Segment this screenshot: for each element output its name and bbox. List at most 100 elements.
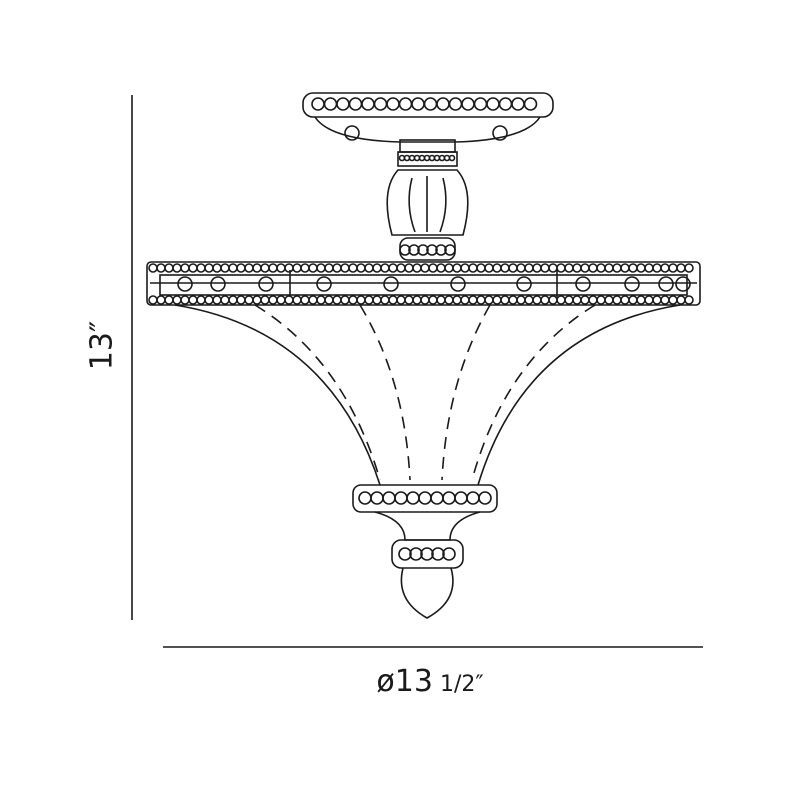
bead bbox=[588, 295, 598, 305]
bead bbox=[340, 263, 350, 273]
bead bbox=[323, 97, 338, 111]
bead bbox=[164, 295, 174, 305]
bead bbox=[364, 295, 374, 305]
bead bbox=[316, 263, 326, 273]
bead bbox=[572, 263, 582, 273]
bead bbox=[564, 295, 574, 305]
bead bbox=[336, 97, 350, 111]
bead bbox=[228, 295, 238, 305]
bead bbox=[188, 295, 198, 305]
jewel bbox=[450, 276, 466, 292]
bead bbox=[442, 491, 456, 505]
jewel bbox=[316, 276, 332, 292]
bead bbox=[300, 295, 310, 305]
bead bbox=[588, 263, 598, 273]
bead bbox=[398, 97, 413, 111]
jewel bbox=[575, 276, 591, 292]
bead bbox=[332, 263, 342, 273]
bead bbox=[372, 263, 382, 273]
bead bbox=[412, 295, 422, 305]
bead bbox=[348, 263, 358, 273]
bead bbox=[364, 263, 374, 273]
bead bbox=[412, 263, 422, 273]
bead bbox=[436, 295, 446, 305]
bead bbox=[448, 154, 456, 162]
bead bbox=[473, 97, 488, 111]
bead bbox=[212, 263, 222, 273]
bead bbox=[406, 491, 420, 505]
bead bbox=[180, 263, 190, 273]
bead bbox=[604, 295, 614, 305]
height-dimension-label: 13″ bbox=[84, 320, 120, 371]
bead bbox=[636, 295, 646, 305]
bead bbox=[468, 263, 478, 273]
bead bbox=[448, 97, 463, 111]
bead bbox=[300, 263, 310, 273]
bead bbox=[452, 295, 462, 305]
bead bbox=[461, 97, 475, 111]
bead bbox=[644, 263, 654, 273]
bead bbox=[435, 244, 447, 256]
bead bbox=[324, 295, 334, 305]
bead bbox=[460, 295, 470, 305]
bead bbox=[436, 97, 450, 111]
jewel bbox=[258, 276, 274, 292]
bead bbox=[380, 263, 390, 273]
bead bbox=[500, 263, 510, 273]
bead bbox=[156, 295, 166, 305]
bead bbox=[148, 295, 158, 305]
bead bbox=[380, 295, 390, 305]
bead bbox=[484, 263, 494, 273]
bead bbox=[468, 295, 478, 305]
bead bbox=[523, 97, 538, 111]
bead bbox=[492, 263, 502, 273]
bead bbox=[260, 263, 270, 273]
diameter-main: ø13 bbox=[376, 664, 433, 699]
bead bbox=[244, 295, 254, 305]
bead bbox=[636, 263, 646, 273]
bead bbox=[660, 263, 670, 273]
jewel bbox=[516, 276, 532, 292]
bead bbox=[268, 295, 278, 305]
bead bbox=[442, 547, 456, 561]
diameter-fraction: 1/2″ bbox=[432, 672, 484, 697]
bead bbox=[340, 295, 350, 305]
bead bbox=[311, 97, 325, 111]
bead bbox=[532, 295, 542, 305]
bead bbox=[236, 295, 246, 305]
bead bbox=[478, 491, 492, 505]
bead bbox=[436, 263, 446, 273]
bead bbox=[548, 295, 558, 305]
bead bbox=[524, 295, 534, 305]
bead bbox=[476, 295, 486, 305]
bead bbox=[444, 263, 454, 273]
bead bbox=[268, 263, 278, 273]
bead bbox=[423, 97, 438, 111]
bead bbox=[612, 295, 622, 305]
bead bbox=[420, 263, 430, 273]
bead bbox=[444, 244, 456, 256]
bead bbox=[276, 263, 286, 273]
bead bbox=[580, 295, 590, 305]
bead bbox=[316, 295, 326, 305]
bead bbox=[476, 263, 486, 273]
jewel bbox=[675, 276, 691, 292]
bead bbox=[396, 263, 406, 273]
jewel bbox=[177, 276, 193, 292]
jewel bbox=[383, 276, 399, 292]
canopy bbox=[302, 92, 554, 143]
bead bbox=[508, 295, 518, 305]
bead bbox=[180, 295, 190, 305]
diameter-dimension-label: ø13 1/2″ bbox=[330, 664, 530, 699]
bead bbox=[516, 263, 526, 273]
bead bbox=[452, 263, 462, 273]
bead bbox=[460, 263, 470, 273]
bead bbox=[572, 295, 582, 305]
bead bbox=[612, 263, 622, 273]
bead bbox=[498, 97, 513, 111]
bead bbox=[164, 263, 174, 273]
bead bbox=[348, 97, 363, 111]
bead bbox=[372, 295, 382, 305]
bead bbox=[356, 295, 366, 305]
bead bbox=[556, 263, 566, 273]
